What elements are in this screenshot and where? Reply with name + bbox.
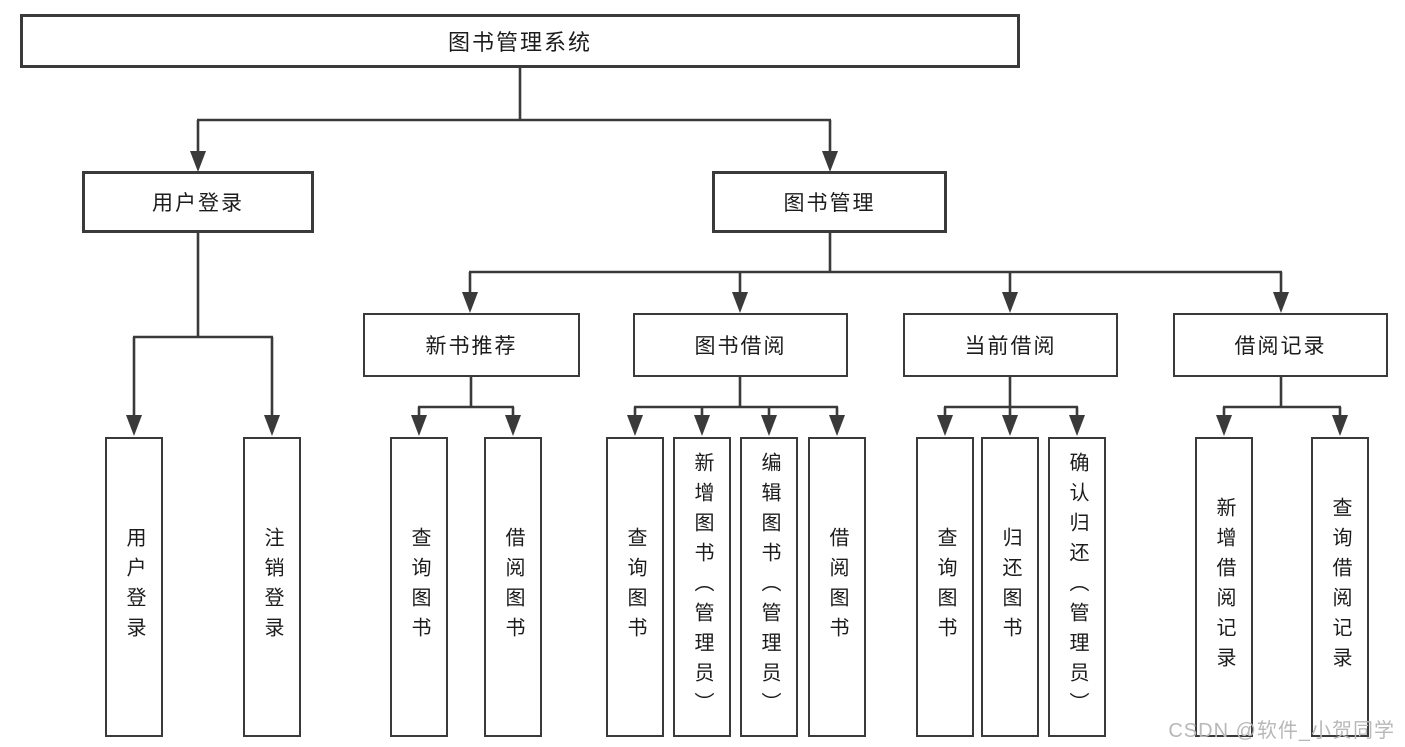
node-borrowing-records: 借阅记录 [1173, 313, 1388, 377]
leaf-add-borrow-record: 新增借阅记录 [1195, 437, 1253, 737]
leaf-edit-books-admin: 编辑图书（管理员） [740, 437, 798, 737]
node-user-login: 用户登录 [82, 171, 314, 233]
node-label: 借阅图书 [502, 527, 524, 647]
leaf-query-books-recommend: 查询图书 [390, 437, 448, 737]
node-new-book-recommendation: 新书推荐 [363, 313, 580, 377]
leaf-borrow-books-borrowing: 借阅图书 [808, 437, 866, 737]
leaf-return-books: 归还图书 [981, 437, 1039, 737]
node-label: 新书推荐 [425, 335, 518, 358]
node-label: 查询图书 [408, 527, 430, 647]
node-label: 图书管理系统 [447, 30, 592, 55]
node-label: 新增借阅记录 [1213, 497, 1235, 677]
node-book-management: 图书管理 [712, 171, 947, 233]
node-label: 归还图书 [999, 527, 1021, 647]
node-book-borrowing: 图书借阅 [633, 313, 848, 377]
node-label: 图书管理 [783, 192, 876, 215]
leaf-add-books-admin: 新增图书（管理员） [673, 437, 731, 737]
leaf-user-login: 用户登录 [105, 437, 163, 737]
arrowheads [126, 151, 1348, 436]
node-label: 查询图书 [934, 527, 956, 647]
node-label: 借阅记录 [1234, 335, 1327, 358]
node-label: 查询借阅记录 [1329, 497, 1351, 677]
connector-new-book-children [417, 377, 515, 420]
node-label: 当前借阅 [964, 335, 1057, 358]
node-current-borrowing: 当前借阅 [903, 313, 1118, 377]
connector-user-login-children [132, 233, 274, 420]
leaf-query-books-current: 查询图书 [916, 437, 974, 737]
connector-book-management-children [468, 233, 1283, 298]
connector-current-borrowing-children [943, 377, 1079, 420]
node-label: 图书借阅 [694, 335, 787, 358]
node-label: 用户登录 [123, 527, 145, 647]
node-label: 查询图书 [624, 527, 646, 647]
leaf-logout-login: 注销登录 [243, 437, 301, 737]
node-label: 用户登录 [152, 192, 244, 215]
csdn-watermark: CSDN @软件_小贺同学 [1168, 720, 1395, 742]
node-label: 注销登录 [261, 527, 283, 647]
leaf-query-books-borrowing: 查询图书 [606, 437, 664, 737]
node-label: 借阅图书 [826, 527, 848, 647]
node-library-management-system: 图书管理系统 [20, 14, 1020, 68]
connector-book-borrowing-children [633, 377, 839, 420]
node-label: 确认归还（管理员） [1066, 452, 1088, 722]
connector-root-to-level2 [196, 68, 832, 156]
leaf-query-borrow-record: 查询借阅记录 [1311, 437, 1369, 737]
leaf-borrow-books-recommend: 借阅图书 [484, 437, 542, 737]
node-label: 编辑图书（管理员） [758, 452, 780, 722]
leaf-confirm-return-admin: 确认归还（管理员） [1048, 437, 1106, 737]
connector-borrowing-records-children [1222, 377, 1342, 420]
node-label: 新增图书（管理员） [691, 452, 713, 722]
